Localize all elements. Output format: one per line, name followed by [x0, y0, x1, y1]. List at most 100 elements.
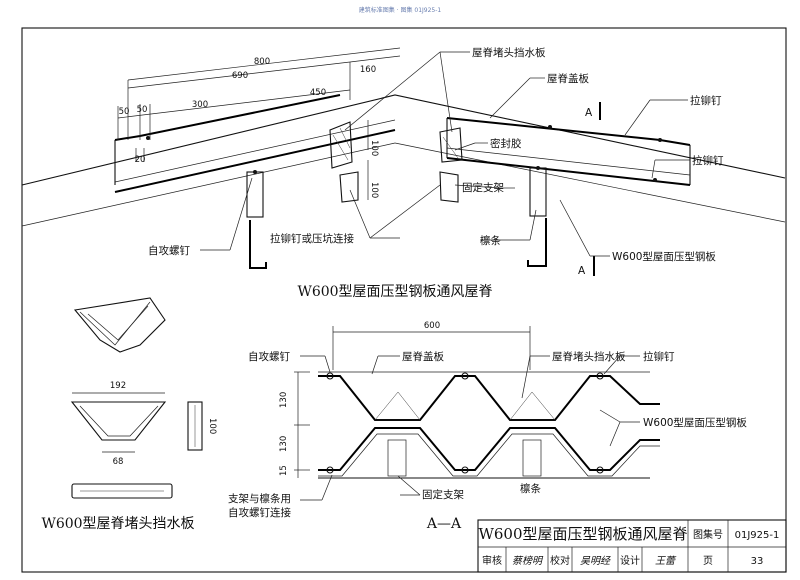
atlas-label: 图集号 — [693, 528, 723, 541]
dim-line — [349, 55, 401, 63]
ridge-cap-profile — [318, 375, 660, 421]
dim-450: 450 — [310, 88, 326, 98]
screw-mark — [596, 466, 604, 474]
dim-20: 20 — [135, 155, 146, 165]
rivet-point — [146, 136, 150, 140]
left-steel-sheet-top — [114, 119, 396, 183]
section-label-bracket: 固定支架 — [422, 488, 464, 501]
polyline — [79, 301, 151, 346]
polygon — [509, 391, 556, 421]
leader-line — [599, 409, 621, 423]
section-label-ridge-cap: 屋脊盖板 — [402, 350, 444, 363]
end-plate-side — [187, 401, 203, 451]
label-self-tap: 自攻螺钉 — [148, 244, 190, 257]
right-slope-lower — [394, 142, 786, 223]
page-number: 33 — [751, 556, 764, 567]
end-plate-front — [70, 401, 167, 441]
design-signature: 王蕾 — [655, 555, 677, 567]
leader-line — [559, 199, 591, 257]
left-end-plate — [329, 121, 353, 169]
label-bracket: 固定支架 — [462, 181, 504, 194]
dim-15: 15 — [279, 465, 289, 476]
right-steel-sheet — [446, 157, 691, 186]
leader-line — [229, 177, 253, 251]
dimension-lines — [117, 47, 401, 200]
polyline — [79, 405, 159, 437]
section-label-steel-sheet: W600型屋面压型钢板 — [643, 416, 747, 429]
hatch-line — [332, 134, 349, 161]
leader-line — [439, 51, 453, 133]
end-plate-title: W600型屋脊堵头挡水板 — [41, 516, 194, 532]
dim-line — [117, 89, 351, 119]
leader-line — [454, 142, 476, 151]
dim-100b: 100 — [369, 182, 379, 198]
steel-sheet-profile — [318, 427, 660, 471]
dim-300: 300 — [192, 100, 208, 110]
hatch-line — [442, 136, 459, 159]
leader-line — [344, 51, 441, 131]
leader-lines — [200, 51, 690, 257]
left-bracket — [246, 171, 264, 218]
ridge-detail: 800 690 160 50 50 300 450 20 100 100 A A — [21, 46, 786, 300]
dim-192: 192 — [110, 381, 126, 391]
leader-line — [454, 184, 501, 189]
polyline — [318, 433, 660, 477]
section-label-self-tap: 自攻螺钉 — [248, 350, 290, 363]
drawing-frame — [21, 27, 787, 573]
right-bracket-plate — [439, 171, 459, 203]
screw-mark — [326, 466, 334, 474]
label-sealant: 密封胶 — [490, 137, 522, 150]
leader-line — [371, 355, 379, 375]
leader-line — [529, 209, 537, 241]
leader-line — [489, 77, 531, 119]
design-label: 设计 — [620, 554, 640, 567]
screw-mark — [596, 372, 604, 380]
screw-mark — [461, 372, 469, 380]
right-steel-sheet-top — [446, 147, 691, 176]
rivet-point — [548, 125, 552, 129]
leader-line — [369, 184, 441, 239]
title-block: W600型屋面压型钢板通风屋脊 图集号 01J925-1 审核 蔡榜明 校对 吴… — [477, 519, 787, 573]
section-label-self-tap-conn: 自攻螺钉连接 — [228, 506, 291, 519]
label-ridge-end-plate: 屋脊堵头挡水板 — [472, 46, 546, 59]
right-end-plate — [439, 127, 463, 163]
end-plate-detail: 192 68 100 W600型屋脊堵头挡水板 — [41, 297, 217, 532]
review-signature: 蔡榜明 — [512, 555, 544, 567]
rect — [522, 439, 542, 477]
left-purlin — [249, 220, 267, 269]
dim-690: 690 — [232, 71, 248, 81]
rect — [477, 519, 787, 573]
section-a-bottom: A — [578, 265, 586, 277]
leader-line — [603, 355, 621, 375]
section-label-end-plate: 屋脊堵头挡水板 — [552, 350, 626, 363]
section-aa: 600 130 130 15 — [228, 321, 747, 532]
page-label: 页 — [703, 555, 713, 567]
right-purlin — [527, 218, 547, 267]
dim-100a: 100 — [369, 140, 379, 156]
leader-line — [397, 475, 421, 496]
dim-160: 160 — [360, 65, 376, 75]
dim-line — [127, 61, 351, 89]
dim-800: 800 — [254, 57, 270, 67]
left-steel-sheet — [114, 129, 396, 193]
label-rivet-2: 拉铆钉 — [692, 154, 724, 167]
section-bracket — [387, 439, 407, 477]
hatch-line — [339, 127, 351, 149]
right-screw — [536, 166, 540, 170]
dim-50a: 50 — [119, 107, 130, 117]
rivet-point — [658, 138, 662, 142]
review-label: 审核 — [482, 554, 502, 567]
section-label-bracket-purlin: 支架与檩条用 — [228, 492, 291, 505]
leader-line — [521, 355, 531, 399]
end-plate-fill — [374, 391, 421, 421]
dim-50b: 50 — [137, 105, 148, 115]
check-label: 校对 — [550, 554, 570, 567]
label-ridge-cap: 屋脊盖板 — [547, 72, 589, 85]
left-screw — [253, 170, 257, 174]
label-steel-sheet: W600型屋面压型钢板 — [612, 250, 716, 263]
dim-100-side: 100 — [207, 418, 217, 434]
header-watermark: 建筑标准图集 · 图集 01J925-1 — [359, 6, 442, 14]
leader-line — [624, 99, 651, 136]
ridge-detail-title: W600型屋面压型钢板通风屋脊 — [297, 284, 492, 300]
